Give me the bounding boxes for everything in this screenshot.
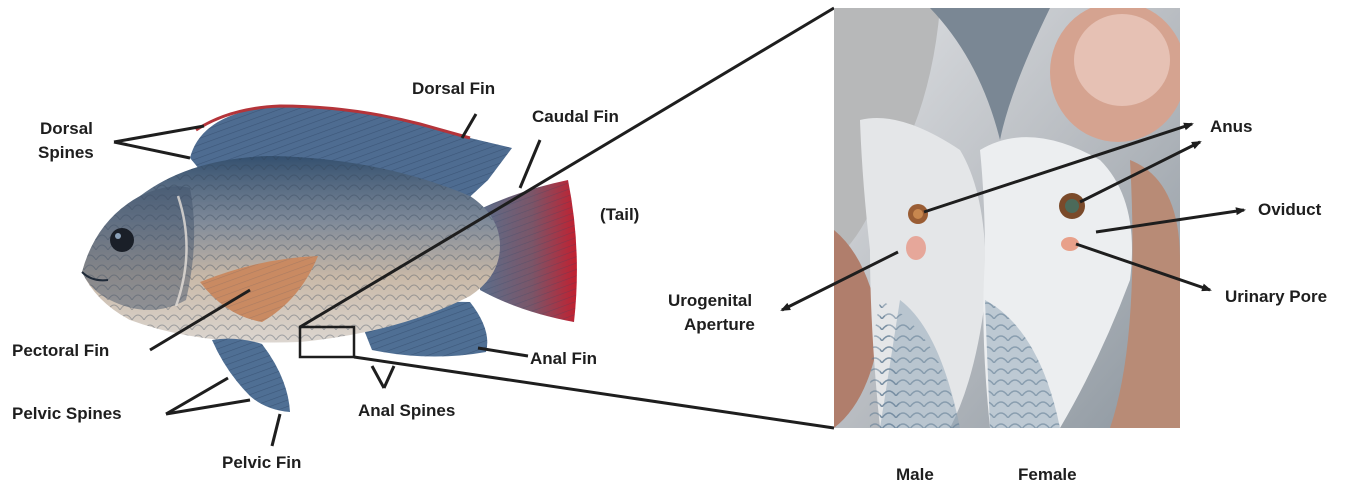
vent-closeup-photo — [834, 2, 1186, 428]
label-dorsal-spines-line1: Dorsal — [40, 118, 93, 139]
label-dorsal-fin: Dorsal Fin — [412, 78, 495, 99]
label-pelvic-fin: Pelvic Fin — [222, 452, 301, 473]
label-anal-spines: Anal Spines — [358, 400, 455, 421]
label-pectoral-fin: Pectoral Fin — [12, 340, 109, 361]
label-anus: Anus — [1210, 116, 1253, 137]
label-anal-fin: Anal Fin — [530, 348, 597, 369]
label-dorsal-spines-line2: Spines — [38, 142, 94, 163]
fish-eye — [110, 228, 134, 252]
label-female: Female — [1018, 464, 1077, 485]
male-urogenital-spot — [906, 236, 926, 260]
label-male: Male — [896, 464, 934, 485]
label-oviduct: Oviduct — [1258, 199, 1321, 220]
label-urinary-pore: Urinary Pore — [1225, 286, 1327, 307]
label-urogenital-line2: Aperture — [684, 314, 755, 335]
label-tail: (Tail) — [600, 204, 639, 225]
label-urogenital-line1: Urogenital — [668, 290, 752, 311]
label-caudal-fin: Caudal Fin — [532, 106, 619, 127]
label-pelvic-spines: Pelvic Spines — [12, 403, 122, 424]
